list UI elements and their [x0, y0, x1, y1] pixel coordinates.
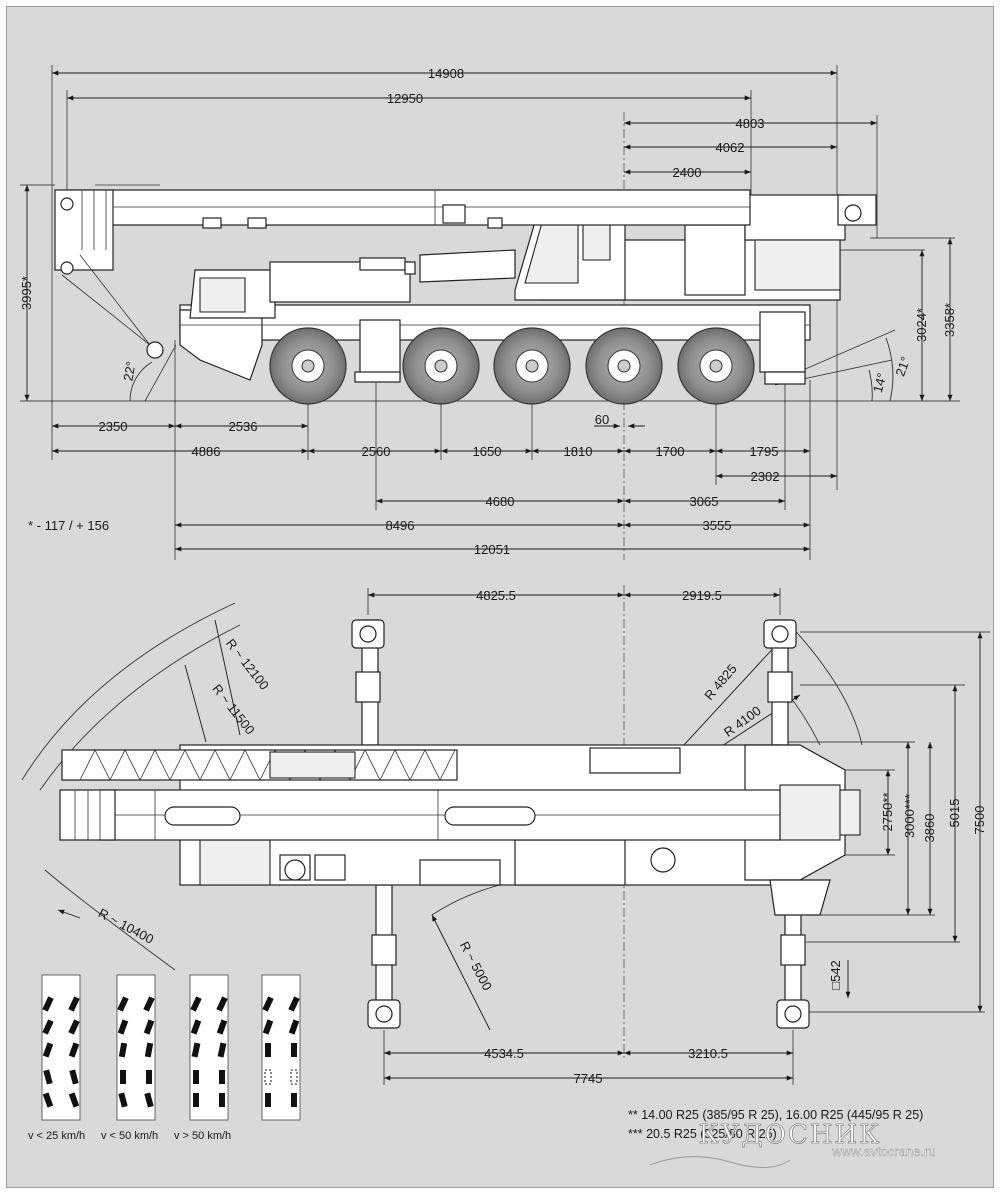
dim-outrigger-front: 4825.5	[476, 588, 516, 603]
dim-overall-length: 14908	[428, 66, 464, 81]
dim-12051: 12051	[474, 542, 510, 557]
dim-width-5015: 5015	[947, 799, 962, 828]
radius-10400: R ~ 10400	[96, 905, 156, 947]
dim-2536: 2536	[229, 419, 258, 434]
dim-60: 60	[595, 412, 609, 427]
watermark: КУДОСНИК www.avtocrane.ru	[649, 1120, 936, 1169]
radius-4825: R 4825	[701, 661, 739, 703]
telescopic-boom	[54, 184, 751, 359]
steering-icon	[116, 974, 156, 1121]
dim-2302: 2302	[751, 469, 780, 484]
tire-notes: ** 14.00 R25 (385/95 R 25), 16.00 R25 (4…	[628, 1108, 923, 1141]
steering-icon	[261, 974, 301, 1121]
steering-label-25: v < 25 km/h	[28, 1130, 85, 1142]
dim-height-3358: 3358*	[942, 303, 957, 337]
crane-superstructure	[419, 194, 877, 301]
dim-4062: 4062	[716, 140, 745, 155]
radius-12100: R ~ 12100	[223, 636, 272, 693]
dim-outrigger-rear: 2919.5	[682, 588, 722, 603]
steering-icon	[189, 974, 229, 1121]
tire	[677, 327, 755, 405]
steering-modes: v < 25 km/h v < 50 km/h v > 50 km/h	[28, 974, 301, 1142]
dim-base-front: 4534.5	[484, 1046, 524, 1061]
dim-width-3000: 3000***	[902, 794, 917, 838]
watermark-brand: КУДОСНИК	[699, 1120, 882, 1150]
watermark-site: www.avtocrane.ru	[831, 1144, 935, 1159]
radius-4100: R 4100	[721, 703, 764, 740]
dim-2350: 2350	[99, 419, 128, 434]
tire	[402, 327, 480, 405]
angle-approach: 22°	[120, 360, 138, 382]
tire	[585, 327, 663, 405]
dim-width-2750: 2750**	[880, 792, 895, 831]
boom-top	[59, 789, 781, 841]
dim-4803: 4803	[736, 116, 765, 131]
steering-label-50: v < 50 km/h	[101, 1130, 158, 1142]
dim-width-7500: 7500	[972, 806, 987, 835]
tire	[269, 327, 347, 405]
dim-base-total: 7745	[574, 1071, 603, 1086]
dim-1650: 1650	[473, 444, 502, 459]
tire-note-2star: ** 14.00 R25 (385/95 R 25), 16.00 R25 (4…	[628, 1108, 923, 1122]
lattice-jib	[61, 749, 458, 781]
top-view: 4825.5 2919.5 4534.5 3210.5 7745 2750** …	[21, 585, 990, 1086]
dim-height-total: 3995*	[19, 276, 34, 310]
dim-3555: 3555	[703, 518, 732, 533]
dim-8496: 8496	[386, 518, 415, 533]
dim-1700: 1700	[656, 444, 685, 459]
tires	[269, 327, 755, 405]
side-view: 14908 12950 4803 4062 2400 3995* 3024* 3…	[19, 65, 960, 560]
footnote-star: * - 117 / + 156	[28, 518, 109, 533]
dim-3065: 3065	[690, 494, 719, 509]
radius-11500: R ~ 11500	[209, 681, 257, 737]
dim-4886: 4886	[192, 444, 221, 459]
dim-boom-length: 12950	[387, 91, 423, 106]
angle-14: 14°	[870, 371, 890, 394]
steering-label-over-50: v > 50 km/h	[174, 1130, 231, 1142]
dim-pad-542: □542	[828, 960, 843, 990]
crane-chassis	[179, 257, 811, 385]
tire-note-3star: *** 20.5 R25 (525/80 R 25)	[628, 1127, 777, 1141]
dim-2560: 2560	[362, 444, 391, 459]
dim-1795: 1795	[750, 444, 779, 459]
dim-2400: 2400	[673, 165, 702, 180]
dim-1810: 1810	[564, 444, 593, 459]
tire	[493, 327, 571, 405]
dim-4680: 4680	[486, 494, 515, 509]
dim-base-rear: 3210.5	[688, 1046, 728, 1061]
angle-21: 21°	[892, 355, 913, 379]
steering-icon	[41, 974, 81, 1121]
dim-height-3024: 3024*	[914, 308, 929, 342]
radius-5000: R ~ 5000	[457, 939, 495, 993]
dim-width-3860: 3860	[922, 814, 937, 843]
